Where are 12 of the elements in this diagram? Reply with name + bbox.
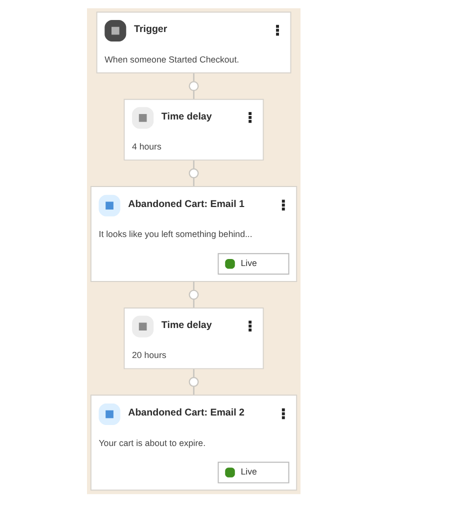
- connector: [192, 90, 194, 99]
- connector: [192, 386, 194, 395]
- connector: [192, 73, 194, 82]
- connector: [192, 282, 194, 290]
- connector: [192, 160, 194, 168]
- node-circle: [188, 290, 198, 300]
- connector: [192, 178, 194, 186]
- node-circle: [188, 168, 198, 178]
- node-circle: [188, 81, 198, 92]
- connector: [192, 299, 194, 308]
- connector: [192, 369, 194, 378]
- node-circle: [188, 376, 198, 387]
